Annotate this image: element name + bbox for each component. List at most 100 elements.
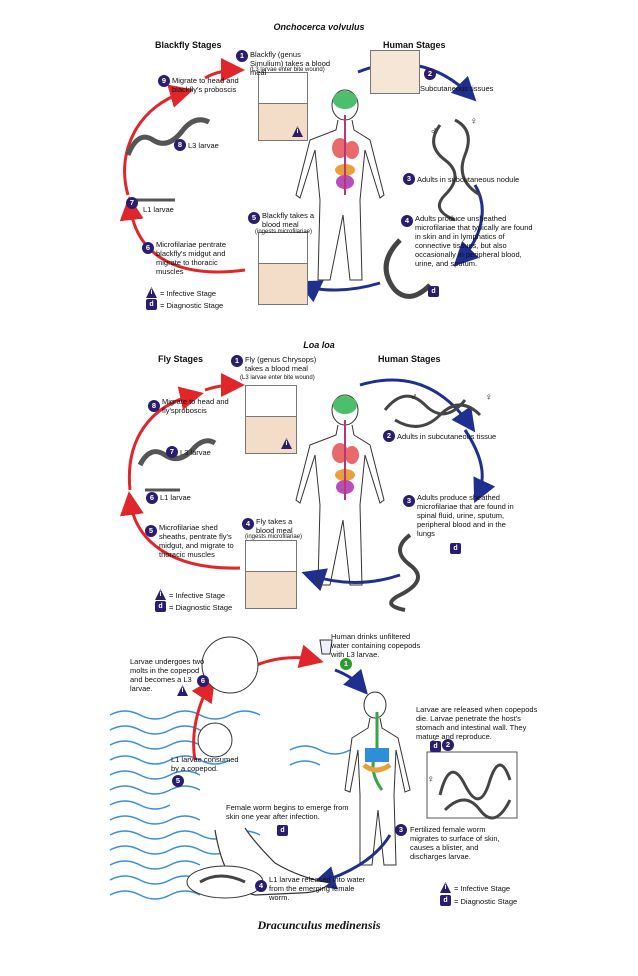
onchocerca-panel: Onchocerca volvulus Blackfly Stages Huma… — [0, 0, 638, 315]
female-symbol: ♀ — [485, 392, 493, 403]
female-symbol: ♀ — [470, 116, 478, 127]
step-badge: 3 — [403, 173, 415, 185]
step-badge: 6 — [197, 675, 209, 687]
step-badge: 3 — [395, 824, 407, 836]
fly-feeding-image — [245, 540, 297, 572]
step-badge: 5 — [248, 212, 260, 224]
step-text: Larvae undergoes two molts in the copepo… — [130, 657, 205, 693]
panel-title: Loa loa — [303, 340, 335, 350]
step-badge: 2 — [424, 68, 436, 80]
legend-infective: = Infective Stage — [454, 884, 511, 893]
emerging-worm-circle — [186, 865, 264, 899]
step-text: Migrate to head and fly'sproboscis — [162, 397, 229, 415]
step-text: L1 larvae consumed by a copepod. — [171, 755, 239, 773]
step-text: Adults produce sheathed microfilariae th… — [417, 493, 514, 538]
panel-title: Onchocerca volvulus — [273, 22, 365, 32]
infective-stage-icon: i — [292, 126, 303, 137]
diagnostic-stage-icon: d — [450, 543, 461, 554]
diagnostic-stage-icon: d — [146, 299, 157, 310]
infective-stage-icon: i — [155, 589, 166, 600]
step-badge: 1 — [340, 658, 352, 670]
diagnostic-stage-icon: d — [440, 895, 451, 906]
step-text: L1 larvae — [143, 205, 174, 214]
legend-diagnostic: = Diagnostic Stage — [169, 603, 233, 612]
step-text: Microfilariae shed sheaths, pentrate fly… — [159, 523, 234, 559]
male-symbol: ♂ — [430, 126, 438, 137]
step-badge: 5 — [172, 775, 184, 787]
step-badge: 3 — [403, 495, 415, 507]
step-text: Female worm begins to emerge from skin o… — [226, 803, 349, 821]
human-stages-header: Human Stages — [383, 40, 446, 50]
dracunculus-title: Dracunculus medinensis — [257, 918, 381, 932]
legend-infective: = Infective Stage — [169, 591, 226, 600]
step-badge: 2 — [442, 739, 454, 751]
step-text: L1 larvae released into water from the e… — [269, 875, 366, 902]
step-subtext: (L3 larvae enter bite wound) — [250, 67, 325, 73]
step-text: Adults in subcutaneous nodule — [417, 175, 520, 184]
fly-bite-image — [245, 385, 297, 417]
water-cup — [319, 639, 333, 655]
step-text: Migrate to head and blackfly's proboscis — [172, 76, 239, 94]
step-text: Adults in subcutaneous tissue — [397, 432, 497, 441]
microfilaria-worm — [383, 238, 432, 299]
male-symbol: ♂ — [410, 392, 418, 403]
l3-larva-worm — [125, 117, 211, 156]
dracunculus-cycle-arrows — [109, 636, 518, 900]
step-badge: 5 — [145, 525, 157, 537]
infective-stage-icon: i — [146, 287, 157, 298]
blackfly-stages-header: Blackfly Stages — [155, 40, 222, 50]
step-subtext: (ingests microfilariae) — [255, 229, 313, 235]
copepod-closeup — [201, 636, 259, 694]
step-badge: 9 — [158, 75, 170, 87]
diagnostic-stage-icon: d — [428, 286, 439, 297]
human-stages-header: Human Stages — [378, 354, 441, 364]
onchocerca-cycle-arrows — [119, 58, 484, 303]
step-badge: 7 — [126, 197, 138, 209]
step-badge: 1 — [231, 355, 243, 367]
step-text: Fly (genus Chrysops) takes a blood meal — [245, 355, 317, 373]
step-badge: 2 — [383, 430, 395, 442]
step-text: Blackfly (genus Simulium) takes a blood … — [250, 50, 331, 77]
infective-stage-icon: i — [440, 882, 451, 893]
legend-diagnostic: = Diagnostic Stage — [160, 301, 224, 310]
step-text: Blackfly takes a blood meal — [262, 211, 315, 229]
copepod-circle — [197, 722, 233, 758]
step-text: L3 larvae — [188, 141, 219, 150]
adult-worms — [432, 118, 481, 222]
loa-loa-panel: Loa loa Fly Stages Human Stages i 1 Fly … — [0, 330, 638, 620]
microfilaria-image — [258, 263, 308, 305]
step-text: L3 larvae — [180, 448, 211, 457]
step-badge: 4 — [255, 880, 267, 892]
adult-worm-box — [426, 751, 518, 819]
infective-stage-icon: i — [281, 438, 292, 449]
fly-stages-header: Fly Stages — [158, 354, 204, 364]
blackfly-bite-image — [258, 72, 308, 104]
microfilaria-image — [245, 571, 297, 609]
step-badge: 1 — [236, 50, 248, 62]
step-text: Larvae are released when copepods die. L… — [416, 705, 538, 741]
step-subtext: (ingests microfilariae) — [245, 534, 303, 540]
step-badge: 6 — [142, 242, 154, 254]
diagnostic-stage-icon: d — [155, 601, 166, 612]
step-text: Human drinks unfiltered water containing… — [331, 632, 421, 659]
step-text: Subcutaneous tissues — [420, 84, 494, 93]
legend-infective: = Infective Stage — [160, 289, 217, 298]
dracunculus-panel: Human drinks unfiltered water containing… — [0, 620, 638, 920]
step-text: Fly takes a blood meal — [256, 517, 293, 535]
step-subtext: (L3 larvae enter bite wound) — [240, 375, 315, 381]
loa-loa-cycle-arrows — [119, 373, 496, 612]
diagnostic-stage-icon: d — [277, 825, 288, 836]
female-symbol: ♀ — [427, 774, 435, 785]
skin-tissue-image — [370, 50, 420, 94]
step-badge: 6 — [146, 492, 158, 504]
step-text: Adults produce unsheathed microfilariae … — [415, 214, 533, 268]
step-text: Microfilariae pentrate blackfly's midgut… — [156, 240, 227, 276]
step-text: Fertilized female worm migrates to surfa… — [410, 825, 500, 861]
step-badge: 4 — [242, 518, 254, 530]
step-badge: 7 — [166, 446, 178, 458]
step-text: L1 larvae — [160, 493, 191, 502]
infective-stage-icon: i — [177, 685, 188, 696]
legend-diagnostic: = Diagnostic Stage — [454, 897, 518, 906]
step-badge: 8 — [174, 139, 186, 151]
diagnostic-stage-icon: d — [430, 741, 441, 752]
